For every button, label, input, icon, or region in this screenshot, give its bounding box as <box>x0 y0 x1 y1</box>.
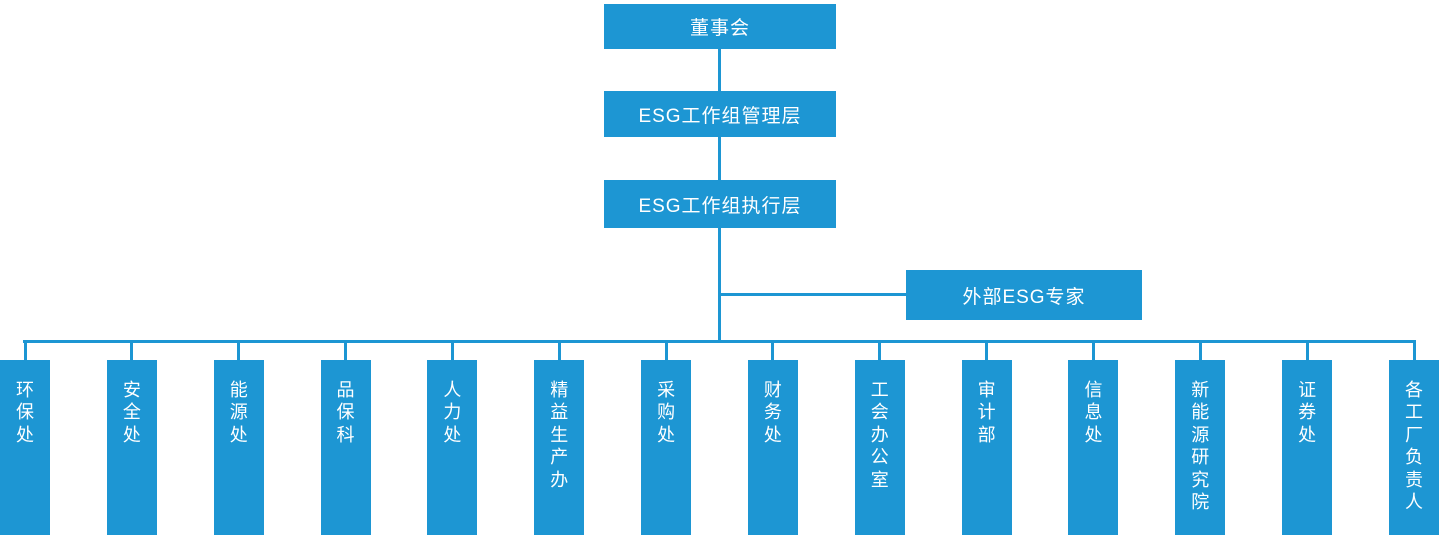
dept-label: 精益生产办 <box>550 380 569 490</box>
dept-label: 证券处 <box>1298 380 1317 445</box>
node-board-of-directors: 董事会 <box>604 4 836 49</box>
connector-stub <box>878 340 882 360</box>
dept-box-5: 人力处 <box>427 360 478 535</box>
dept-label: 各工厂负责人 <box>1405 380 1423 513</box>
connector-stub <box>1091 340 1095 360</box>
connector-stub <box>237 340 241 360</box>
connector-to-external-experts <box>720 293 906 296</box>
dept-label: 采购处 <box>657 380 676 445</box>
connector-stub <box>450 340 454 360</box>
connector-execution-to-departments <box>718 228 721 343</box>
dept-label: 能源处 <box>229 380 248 445</box>
dept-label: 品保科 <box>336 380 355 445</box>
dept-box-14: 各工厂负责人 <box>1389 360 1439 535</box>
dept-box-3: 能源处 <box>213 360 264 535</box>
connector-stub <box>1198 340 1202 360</box>
dept-label: 工会办公室 <box>870 380 889 490</box>
connector-stub <box>985 340 989 360</box>
connector-department-bus <box>23 340 1416 343</box>
dept-box-2: 安全处 <box>106 360 157 535</box>
dept-label: 人力处 <box>443 380 462 445</box>
connector-management-to-execution <box>718 137 721 180</box>
dept-label: 环保处 <box>16 380 34 445</box>
dept-label: 信息处 <box>1084 380 1103 445</box>
connector-stub <box>557 340 561 360</box>
dept-box-10: 审计部 <box>961 360 1012 535</box>
dept-box-11: 信息处 <box>1068 360 1119 535</box>
node-esg-execution-layer: ESG工作组执行层 <box>604 180 836 228</box>
dept-box-13: 证券处 <box>1282 360 1333 535</box>
dept-box-8: 财务处 <box>747 360 798 535</box>
dept-box-9: 工会办公室 <box>854 360 905 535</box>
connector-stub <box>344 340 348 360</box>
dept-box-4: 品保科 <box>320 360 371 535</box>
dept-box-1: 环保处 <box>0 360 50 535</box>
connector-board-to-management <box>718 49 721 91</box>
connector-stub <box>23 340 27 360</box>
node-external-esg-experts: 外部ESG专家 <box>906 270 1142 320</box>
dept-label: 新能源研究院 <box>1191 380 1210 513</box>
connector-stub <box>130 340 134 360</box>
dept-box-12: 新能源研究院 <box>1175 360 1226 535</box>
connector-stub <box>664 340 668 360</box>
node-esg-management-layer: ESG工作组管理层 <box>604 91 836 137</box>
dept-label: 财务处 <box>763 380 782 445</box>
dept-label: 安全处 <box>122 380 141 445</box>
connector-stub <box>771 340 775 360</box>
dept-box-6: 精益生产办 <box>534 360 585 535</box>
dept-box-7: 采购处 <box>641 360 692 535</box>
connector-stub <box>1305 340 1309 360</box>
connector-stub <box>1412 340 1416 360</box>
dept-label: 审计部 <box>977 380 996 445</box>
